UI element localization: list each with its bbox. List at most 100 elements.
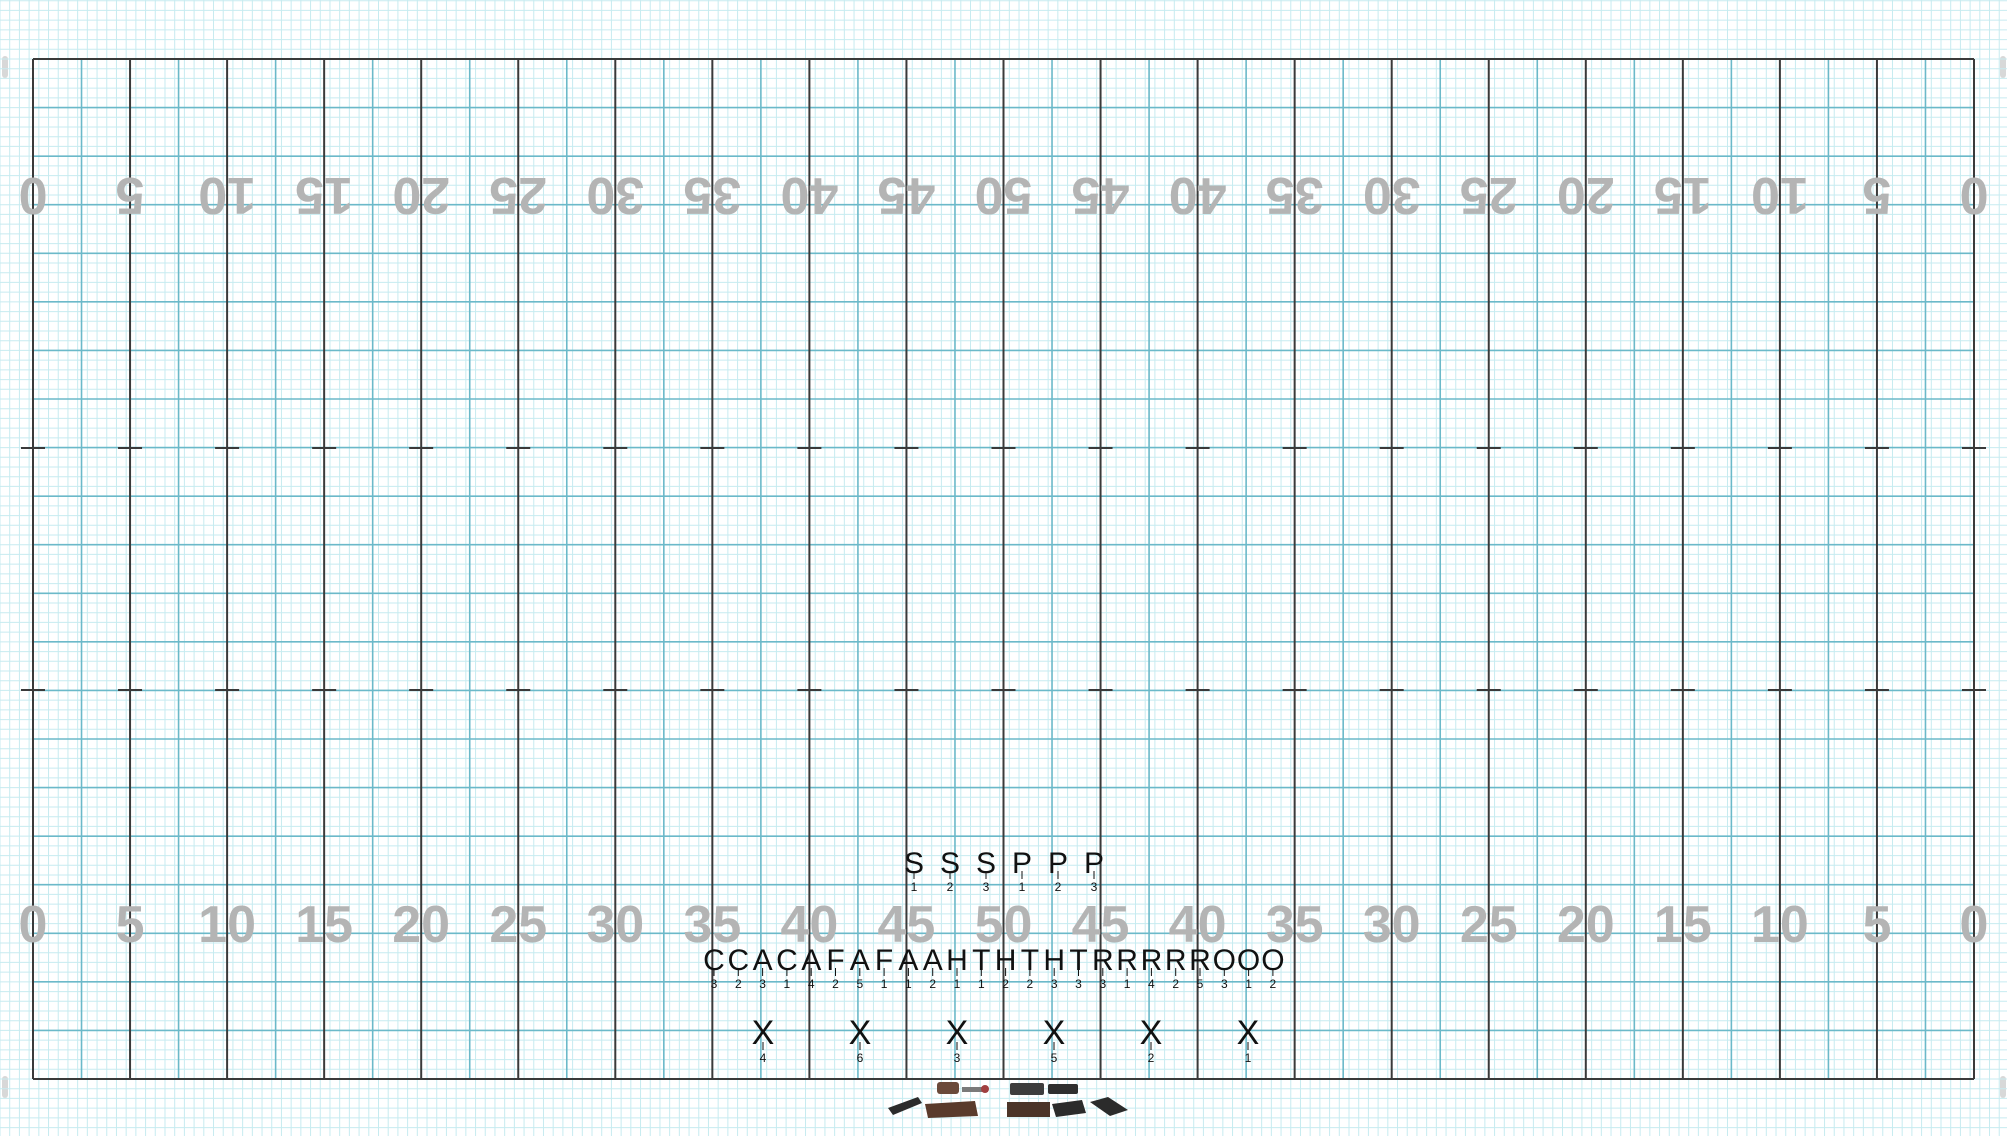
player-letter: S bbox=[904, 847, 924, 880]
yard-number-top: 25 bbox=[489, 166, 547, 224]
yard-number-top: 5 bbox=[1862, 166, 1891, 224]
yard-number-top: 10 bbox=[1751, 166, 1809, 224]
player-marker: T1 bbox=[972, 944, 990, 991]
player-number: 4 bbox=[760, 1051, 767, 1065]
left-edge-nub-top bbox=[2, 56, 8, 78]
player-marker: P1 bbox=[1012, 847, 1032, 894]
player-letter: P bbox=[1084, 847, 1104, 880]
yard-number-bottom: 15 bbox=[295, 896, 353, 954]
player-marker: T3 bbox=[1069, 944, 1087, 991]
player-number: 1 bbox=[911, 880, 918, 894]
yard-number-bottom: 5 bbox=[116, 896, 145, 954]
yard-number-bottom: 30 bbox=[1363, 896, 1421, 954]
yard-number-top: 45 bbox=[878, 166, 936, 224]
cone-icon bbox=[981, 1085, 989, 1093]
player-number: 1 bbox=[881, 977, 888, 991]
player-number: 1 bbox=[1124, 977, 1131, 991]
player-marker: H2 bbox=[995, 944, 1017, 991]
player-number: 1 bbox=[1019, 880, 1026, 894]
player-marker: S3 bbox=[976, 847, 996, 894]
player-letter: X bbox=[1043, 1014, 1066, 1052]
player-marker: A1 bbox=[898, 944, 918, 991]
player-marker: R5 bbox=[1189, 944, 1211, 991]
player-number: 3 bbox=[1091, 880, 1098, 894]
player-marker: R1 bbox=[1116, 944, 1138, 991]
player-number: 2 bbox=[1148, 1051, 1155, 1065]
yard-number-bottom: 50 bbox=[975, 896, 1033, 954]
player-marker: X1 bbox=[1237, 1014, 1260, 1065]
player-number: 1 bbox=[905, 977, 912, 991]
player-letter: A bbox=[898, 944, 918, 977]
player-letter: R bbox=[1165, 944, 1187, 977]
player-letter: T bbox=[972, 944, 990, 977]
sled-icon bbox=[1052, 1100, 1086, 1117]
player-marker: S2 bbox=[940, 847, 960, 894]
player-number: 3 bbox=[1051, 977, 1058, 991]
player-letter: A bbox=[801, 944, 821, 977]
player-number: 2 bbox=[1270, 977, 1277, 991]
player-marker: T2 bbox=[1021, 944, 1039, 991]
yard-number-top: 25 bbox=[1460, 166, 1518, 224]
pad-icon bbox=[1048, 1084, 1078, 1094]
player-marker: A5 bbox=[850, 944, 870, 991]
player-letter: C bbox=[703, 944, 725, 977]
player-marker: X3 bbox=[946, 1014, 969, 1065]
player-marker: A3 bbox=[753, 944, 773, 991]
yard-number-top: 15 bbox=[1654, 166, 1712, 224]
player-marker: A4 bbox=[801, 944, 821, 991]
player-marker: P2 bbox=[1048, 847, 1068, 894]
player-letter: P bbox=[1012, 847, 1032, 880]
yard-number-bottom: 40 bbox=[780, 896, 838, 954]
player-marker: O1 bbox=[1237, 944, 1260, 991]
yard-number-bottom: 25 bbox=[1460, 896, 1518, 954]
player-letter: H bbox=[995, 944, 1017, 977]
yard-number-top: 30 bbox=[586, 166, 644, 224]
player-letter: H bbox=[1043, 944, 1065, 977]
player-number: 1 bbox=[978, 977, 985, 991]
player-number: 5 bbox=[856, 977, 863, 991]
player-number: 3 bbox=[954, 1051, 961, 1065]
player-number: 3 bbox=[759, 977, 766, 991]
yard-number-top: 15 bbox=[295, 166, 353, 224]
player-letter: F bbox=[826, 944, 844, 977]
yard-number-top: 35 bbox=[683, 166, 741, 224]
player-letter: R bbox=[1141, 944, 1163, 977]
player-number: 2 bbox=[832, 977, 839, 991]
yard-number-top: 20 bbox=[392, 166, 450, 224]
player-number: 1 bbox=[1245, 977, 1252, 991]
player-number: 2 bbox=[929, 977, 936, 991]
player-number: 2 bbox=[1055, 880, 1062, 894]
dummy-icon bbox=[925, 1101, 978, 1118]
player-letter: R bbox=[1116, 944, 1138, 977]
player-number: 3 bbox=[711, 977, 718, 991]
yard-lines bbox=[32, 58, 1975, 1080]
player-number: 3 bbox=[1075, 977, 1082, 991]
player-letter: X bbox=[946, 1014, 969, 1052]
yard-number-bottom: 20 bbox=[392, 896, 450, 954]
player-number: 5 bbox=[1197, 977, 1204, 991]
player-letter: A bbox=[923, 944, 943, 977]
player-letter: P bbox=[1048, 847, 1068, 880]
player-letter: F bbox=[875, 944, 893, 977]
player-letter: X bbox=[752, 1014, 775, 1052]
player-letter: T bbox=[1021, 944, 1039, 977]
player-marker: X5 bbox=[1043, 1014, 1066, 1065]
player-number: 4 bbox=[1148, 977, 1155, 991]
player-marker: H1 bbox=[946, 944, 968, 991]
pole-icon bbox=[962, 1087, 988, 1092]
yard-number-bottom: 40 bbox=[1169, 896, 1227, 954]
player-letter: X bbox=[1140, 1014, 1163, 1052]
yard-number-bottom: 10 bbox=[198, 896, 256, 954]
yard-number-bottom: 0 bbox=[1960, 896, 1989, 954]
player-letter: X bbox=[849, 1014, 872, 1052]
player-letter: O bbox=[1213, 944, 1236, 977]
player-marker: R2 bbox=[1165, 944, 1187, 991]
player-number: 1 bbox=[784, 977, 791, 991]
player-number: 2 bbox=[735, 977, 742, 991]
player-letter: O bbox=[1237, 944, 1260, 977]
yard-number-top: 0 bbox=[19, 166, 48, 224]
player-letter: C bbox=[776, 944, 798, 977]
player-letter: T bbox=[1069, 944, 1087, 977]
